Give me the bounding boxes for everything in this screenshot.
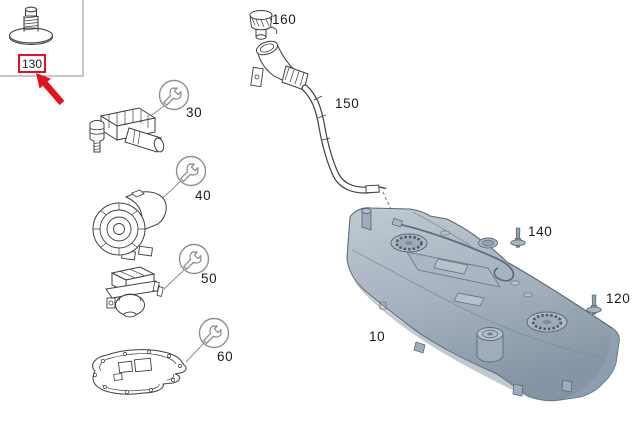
tank-service-cap: [390, 233, 428, 253]
part-label-40[interactable]: 40: [195, 188, 212, 203]
wrench-icon[interactable]: [198, 317, 230, 349]
screw-120-drawing[interactable]: [586, 294, 602, 315]
part-160-drawing[interactable]: [249, 10, 278, 40]
inset-screw-drawing[interactable]: [8, 6, 54, 45]
screw-140-drawing[interactable]: [510, 227, 526, 248]
selected-part-label: 130: [21, 56, 43, 71]
part-50-drawing[interactable]: [105, 266, 164, 318]
part-150-drawing[interactable]: [250, 39, 387, 194]
selected-part-callout[interactable]: 130: [18, 54, 46, 73]
wrench-icon[interactable]: [158, 79, 190, 111]
part-30-drawing[interactable]: [89, 107, 165, 153]
part-label-50[interactable]: 50: [201, 271, 218, 286]
part-label-150[interactable]: 150: [335, 96, 360, 111]
inset-pointer-arrow-icon: [36, 73, 65, 106]
part-label-120[interactable]: 120: [606, 291, 631, 306]
part-label-30[interactable]: 30: [186, 105, 203, 120]
part-label-60[interactable]: 60: [217, 349, 234, 364]
part-label-160[interactable]: 160: [272, 12, 297, 27]
part-label-140[interactable]: 140: [528, 224, 553, 239]
wrench-icon[interactable]: [175, 155, 207, 187]
part-label-10[interactable]: 10: [369, 329, 386, 344]
part-60-drawing[interactable]: [92, 349, 187, 395]
tank-service-cap: [526, 311, 568, 333]
inset-detail-box[interactable]: [0, 0, 84, 106]
wrench-icon[interactable]: [178, 243, 210, 275]
part-10-drawing[interactable]: [346, 207, 620, 402]
part-40-drawing[interactable]: [92, 189, 167, 261]
